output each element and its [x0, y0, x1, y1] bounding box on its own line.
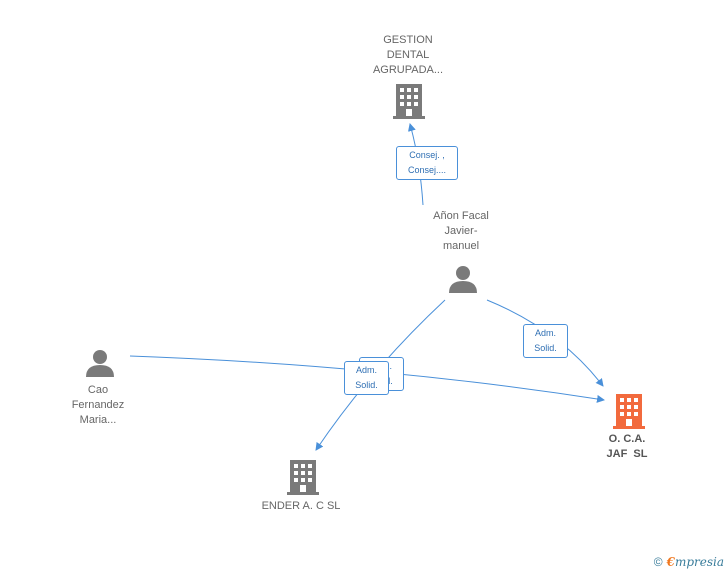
brand-initial: €	[666, 555, 675, 569]
empresia-watermark: ©€mpresia	[654, 555, 724, 569]
copyright-icon: ©	[653, 555, 663, 569]
edge-label-line: Solid.	[534, 343, 557, 353]
node-label-line: Maria...	[79, 414, 117, 426]
brand-name: mpresia	[674, 555, 724, 569]
edge-label-adm-solid: Adm. Solid.	[523, 324, 568, 358]
edge-label-line: Solid.	[355, 380, 378, 390]
node-label-gestion[interactable]: GESTION DENTAL AGRUPADA...	[358, 33, 458, 78]
node-label-line: GESTION	[383, 34, 433, 46]
edge-label-line: Adm.	[534, 328, 556, 338]
node-label-line: Cao	[87, 384, 109, 396]
node-label-line: ENDER A. C SL	[261, 500, 341, 512]
building-icon[interactable]	[287, 460, 319, 495]
edge-label-consej: Consej. , Consej....	[396, 146, 458, 180]
node-label-line: Añon Facal	[433, 210, 489, 222]
building-icon[interactable]	[613, 394, 645, 429]
node-label-line: Javier-	[444, 225, 478, 237]
edge-label-line: Consej. ,	[409, 150, 445, 160]
node-label-line: JAF SL	[606, 448, 648, 460]
node-label-ender[interactable]: ENDER A. C SL	[241, 499, 361, 514]
node-label-oca[interactable]: O. C.A. JAF SL	[577, 432, 677, 462]
node-label-line: manuel	[442, 240, 480, 252]
person-icon[interactable]	[86, 350, 114, 377]
node-label-line: DENTAL	[386, 49, 430, 61]
node-label-line: AGRUPADA...	[372, 64, 444, 76]
edge-label-line: Adm.	[355, 365, 377, 375]
edge-label-line: Consej....	[407, 165, 447, 175]
node-label-line: O. C.A.	[608, 433, 646, 445]
node-label-anon[interactable]: Añon Facal Javier- manuel	[411, 209, 511, 254]
edge-label-adm-solid: Adm. Solid.	[344, 361, 389, 395]
node-label-cao[interactable]: Cao Fernandez Maria...	[48, 383, 148, 428]
person-icon[interactable]	[449, 266, 477, 293]
building-icon[interactable]	[393, 84, 425, 119]
node-label-line: Fernandez	[71, 399, 125, 411]
